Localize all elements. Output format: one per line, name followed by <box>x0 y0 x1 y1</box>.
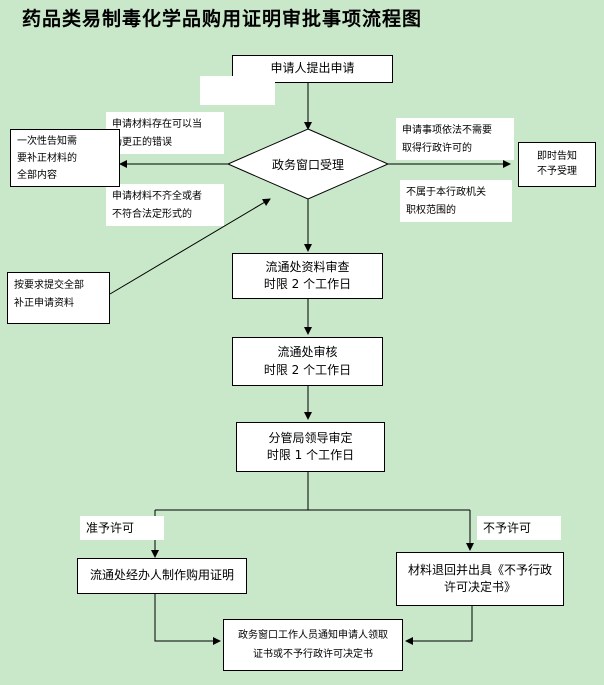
arrow-cert-to-final <box>154 594 221 645</box>
note-correctable-error: 申请材料存在可以当 场更正的错误 <box>106 112 224 154</box>
node-notify-all: 一次性告知需 要补正材料的 全部内容 <box>10 129 120 187</box>
node-audit: 流通处审核 时限 2 个工作日 <box>232 337 383 386</box>
node-review: 流通处资料审查 时限 2 个工作日 <box>232 253 383 299</box>
node-window-accept: 政务窗口受理 <box>271 158 344 172</box>
node-return-material: 材料退回并出具《不予行政 许可决定书》 <box>396 552 564 606</box>
note-no-permit-needed: 申请事项依法不需要 取得行政许可的 <box>396 118 514 160</box>
node-make-cert: 流通处经办人制作购用证明 <box>77 558 247 594</box>
node-refuse-now: 即时告知 不予受理 <box>518 142 596 187</box>
label-approve: 准予许可 <box>80 516 164 540</box>
decision-diamond <box>226 128 390 200</box>
node-resubmit: 按要求提交全部 补正申请资料 <box>7 272 110 324</box>
node-leader: 分管局领导审定 时限 1 个工作日 <box>236 422 385 472</box>
note-out-of-scope: 不属于本行政机关 职权范围的 <box>400 180 512 222</box>
arrow-return-to-final <box>405 606 473 645</box>
page-title: 药品类易制毒化学品购用证明审批事项流程图 <box>22 8 423 30</box>
node-final-notify: 政务窗口工作人员通知申请人领取 证书或不予行政许可决定书 <box>223 619 403 671</box>
label-deny: 不予许可 <box>477 516 561 540</box>
arrow-resubmit-to-window <box>109 198 271 295</box>
blank-label <box>200 76 275 105</box>
note-incomplete: 申请材料不齐全或者 不符合法定形式的 <box>106 184 224 226</box>
